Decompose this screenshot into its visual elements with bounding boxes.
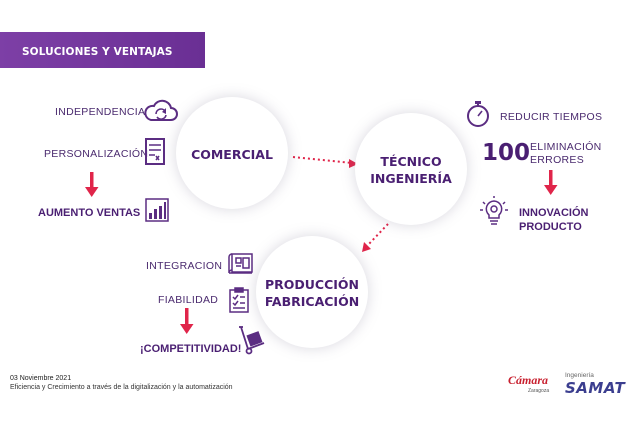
samat-logo: SAMAT xyxy=(565,379,626,397)
stopwatch-icon xyxy=(467,101,489,127)
label-innovacion-line2: PRODUCTO xyxy=(519,221,582,233)
camara-logo: Cámara xyxy=(508,373,549,387)
label-innovacion-producto: INNOVACIÓN PRODUCTO xyxy=(519,206,588,234)
circle-tecnico-line1: TÉCNICO xyxy=(380,154,442,169)
circle-produccion-line1: PRODUCCIÓN xyxy=(264,277,360,292)
section-header-bar xyxy=(0,32,205,68)
samat-logo-top: Ingeniería xyxy=(565,372,594,379)
section-title: SOLUCIONES Y VENTAJAS xyxy=(22,46,173,58)
label-fiabilidad: FIABILIDAD xyxy=(158,294,219,306)
arrow-comercial-to-tecnico xyxy=(292,156,358,168)
cloud-sync-icon xyxy=(144,99,178,121)
down-arrow-icon xyxy=(544,170,558,195)
circle-produccion-line2: FABRICACIÓN xyxy=(264,294,360,309)
label-independencia: INDEPENDENCIA xyxy=(55,106,146,118)
label-competitividad: ¡COMPETITIVIDAD! xyxy=(140,343,242,355)
bar-chart-icon xyxy=(145,198,169,222)
label-eliminacion-line2: ERRORES xyxy=(530,154,585,166)
label-eliminacion-line1: ELIMINACIÓN xyxy=(530,141,602,153)
checklist-document-icon xyxy=(145,138,165,165)
label-personalizacion: PERSONALIZACIÓN xyxy=(44,148,149,160)
arrow-tecnico-to-produccion xyxy=(362,223,389,252)
lightbulb-gear-icon xyxy=(480,196,508,225)
label-integracion: INTEGRACION xyxy=(146,260,223,272)
down-arrow-icon xyxy=(180,308,194,334)
label-eliminacion-errores: ELIMINACIÓN ERRORES xyxy=(530,141,602,167)
footer-description: Eficiencia y Crecimiento a través de la … xyxy=(10,384,233,391)
circle-comercial xyxy=(176,97,288,209)
circle-produccion-label: PRODUCCIÓN FABRICACIÓN xyxy=(256,276,368,310)
circle-tecnico xyxy=(355,113,467,225)
label-innovacion-line1: INNOVACIÓN xyxy=(519,207,589,219)
label-aumento-ventas: AUMENTO VENTAS xyxy=(38,207,141,219)
circle-produccion xyxy=(256,236,368,348)
big-number: 100 xyxy=(482,140,531,166)
circle-tecnico-line2: INGENIERÍA xyxy=(370,171,452,186)
hand-truck-icon xyxy=(239,326,265,355)
label-reducir-tiempos: REDUCIR TIEMPOS xyxy=(500,111,603,123)
circle-tecnico-label: TÉCNICO INGENIERÍA xyxy=(355,153,467,187)
footer-date: 03 Noviembre 2021 xyxy=(10,375,72,382)
clipboard-check-icon xyxy=(229,287,249,313)
blueprint-icon xyxy=(228,253,253,274)
camara-logo-subtitle: Zaragoza xyxy=(528,388,550,394)
circle-comercial-label: COMERCIAL xyxy=(191,147,273,162)
down-arrow-icon xyxy=(85,172,99,197)
